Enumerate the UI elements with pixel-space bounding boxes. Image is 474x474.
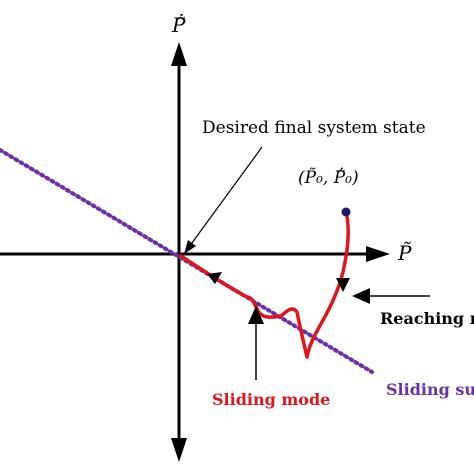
reaching-mode-pointer-head — [352, 288, 370, 304]
desired-state-pointer — [188, 146, 263, 248]
sliding-surface-label: Sliding su — [386, 380, 474, 399]
trajectory-arrow-sliding — [207, 272, 222, 284]
sliding-mode-pointer-head — [248, 306, 264, 324]
vertical-axis-arrow-down — [171, 438, 187, 462]
horizontal-axis-arrow — [366, 246, 390, 262]
desired-state-label: Desired final system state — [202, 118, 426, 138]
y-axis-label: Ṗ̃ — [171, 13, 186, 37]
x-axis-label: P̃ — [397, 241, 412, 265]
initial-point-label: (P̃₀, Ṗ̃₀) — [298, 167, 359, 188]
trajectory-path — [179, 210, 350, 359]
sliding-mode-label: Sliding mode — [212, 390, 330, 409]
trajectory-arrow-reaching — [336, 278, 350, 292]
reaching-mode-label: Reaching m — [380, 309, 474, 328]
initial-point-marker — [341, 207, 351, 217]
desired-state-pointer-head — [184, 240, 196, 254]
vertical-axis-arrow-up — [171, 42, 187, 66]
